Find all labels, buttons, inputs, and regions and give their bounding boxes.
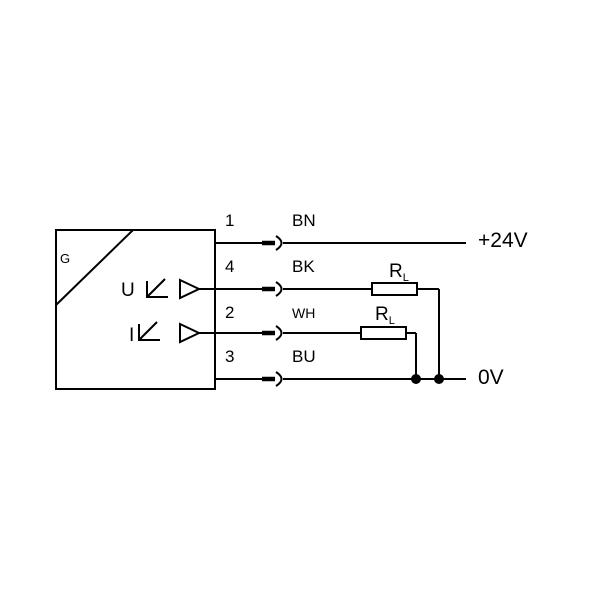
supply-voltage-label: +24V — [478, 229, 528, 252]
sensor-box: G — [55, 229, 216, 390]
pin-3-row: 3 BU 0V — [215, 347, 504, 389]
voltage-output-label: U — [121, 280, 135, 301]
resistor-label: RL — [375, 304, 395, 327]
sensor-box-diagonal — [55, 229, 134, 306]
pin-number: 1 — [225, 211, 234, 230]
ground-voltage-label: 0V — [478, 366, 504, 389]
current-output-symbol: I — [129, 321, 202, 346]
pin-2-row: 2 WH RL — [215, 303, 417, 379]
pin-number: 4 — [225, 257, 234, 276]
pin-4-row: 4 BK RL — [215, 257, 440, 379]
amplifier-triangle-icon — [179, 278, 202, 300]
load-resistor — [371, 282, 418, 296]
pin-number: 3 — [225, 347, 234, 366]
load-resistor — [360, 326, 407, 340]
sensor-label: G — [60, 251, 70, 266]
wire-color-label: BN — [292, 211, 316, 230]
pin-number: 2 — [225, 303, 234, 322]
current-output-label: I — [129, 325, 134, 346]
wire-color-label: WH — [292, 305, 315, 321]
wire-color-label: BK — [292, 257, 315, 276]
pin-1-row: 1 BN +24V — [215, 211, 528, 252]
amplifier-triangle-icon — [179, 322, 202, 344]
resistor-label: RL — [389, 261, 409, 284]
junction-dot — [434, 374, 444, 384]
voltage-output-symbol: U — [121, 278, 202, 301]
junction-dot — [411, 374, 421, 384]
wire-color-label: BU — [292, 347, 316, 366]
